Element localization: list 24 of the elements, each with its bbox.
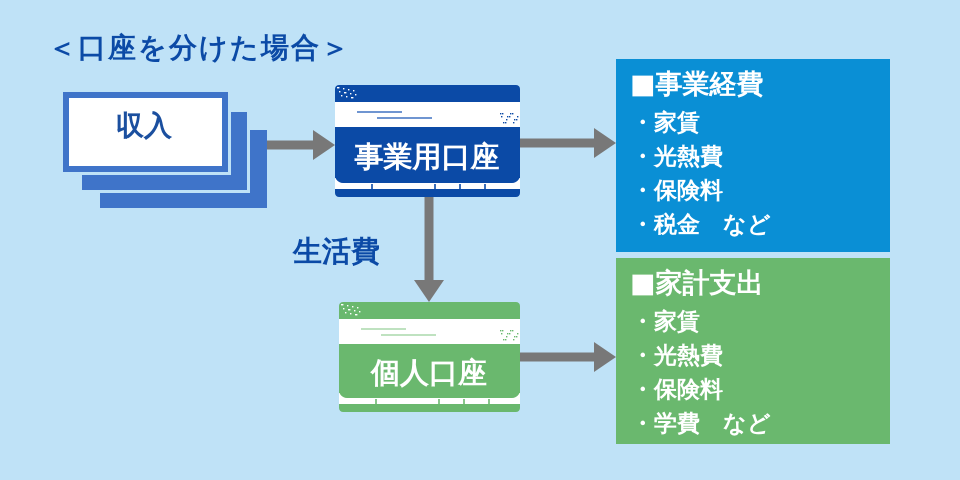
list-item: ・税金 など [631, 214, 771, 238]
list-item: ・光熱費 [631, 146, 723, 169]
title: ＜口座を分けた場合＞ [48, 34, 351, 62]
bank-card [335, 85, 520, 197]
arrow [520, 128, 616, 158]
card-label: 事業用口座 [354, 142, 500, 172]
bank-card [339, 302, 520, 412]
document-stack [63, 92, 267, 208]
edge-label: 生活費 [293, 237, 380, 266]
arrow [267, 130, 335, 160]
arrow [414, 197, 444, 302]
arrow [520, 342, 616, 372]
stack-label: 収入 [116, 112, 172, 140]
list-item: ・保険料 [631, 180, 723, 203]
list-item: ・光熱費 [631, 344, 723, 368]
card-label: 個人口座 [371, 358, 487, 388]
list-item: ・家賃 [631, 310, 700, 334]
list-heading: ■家計支出 [630, 270, 764, 296]
list-item: ・保険料 [631, 378, 723, 402]
list-heading: ■事業経費 [630, 70, 764, 98]
list-item: ・家賃 [631, 112, 700, 134]
list-item: ・学費 など [631, 413, 771, 436]
list-panel [616, 258, 890, 444]
list-panel [616, 59, 890, 252]
